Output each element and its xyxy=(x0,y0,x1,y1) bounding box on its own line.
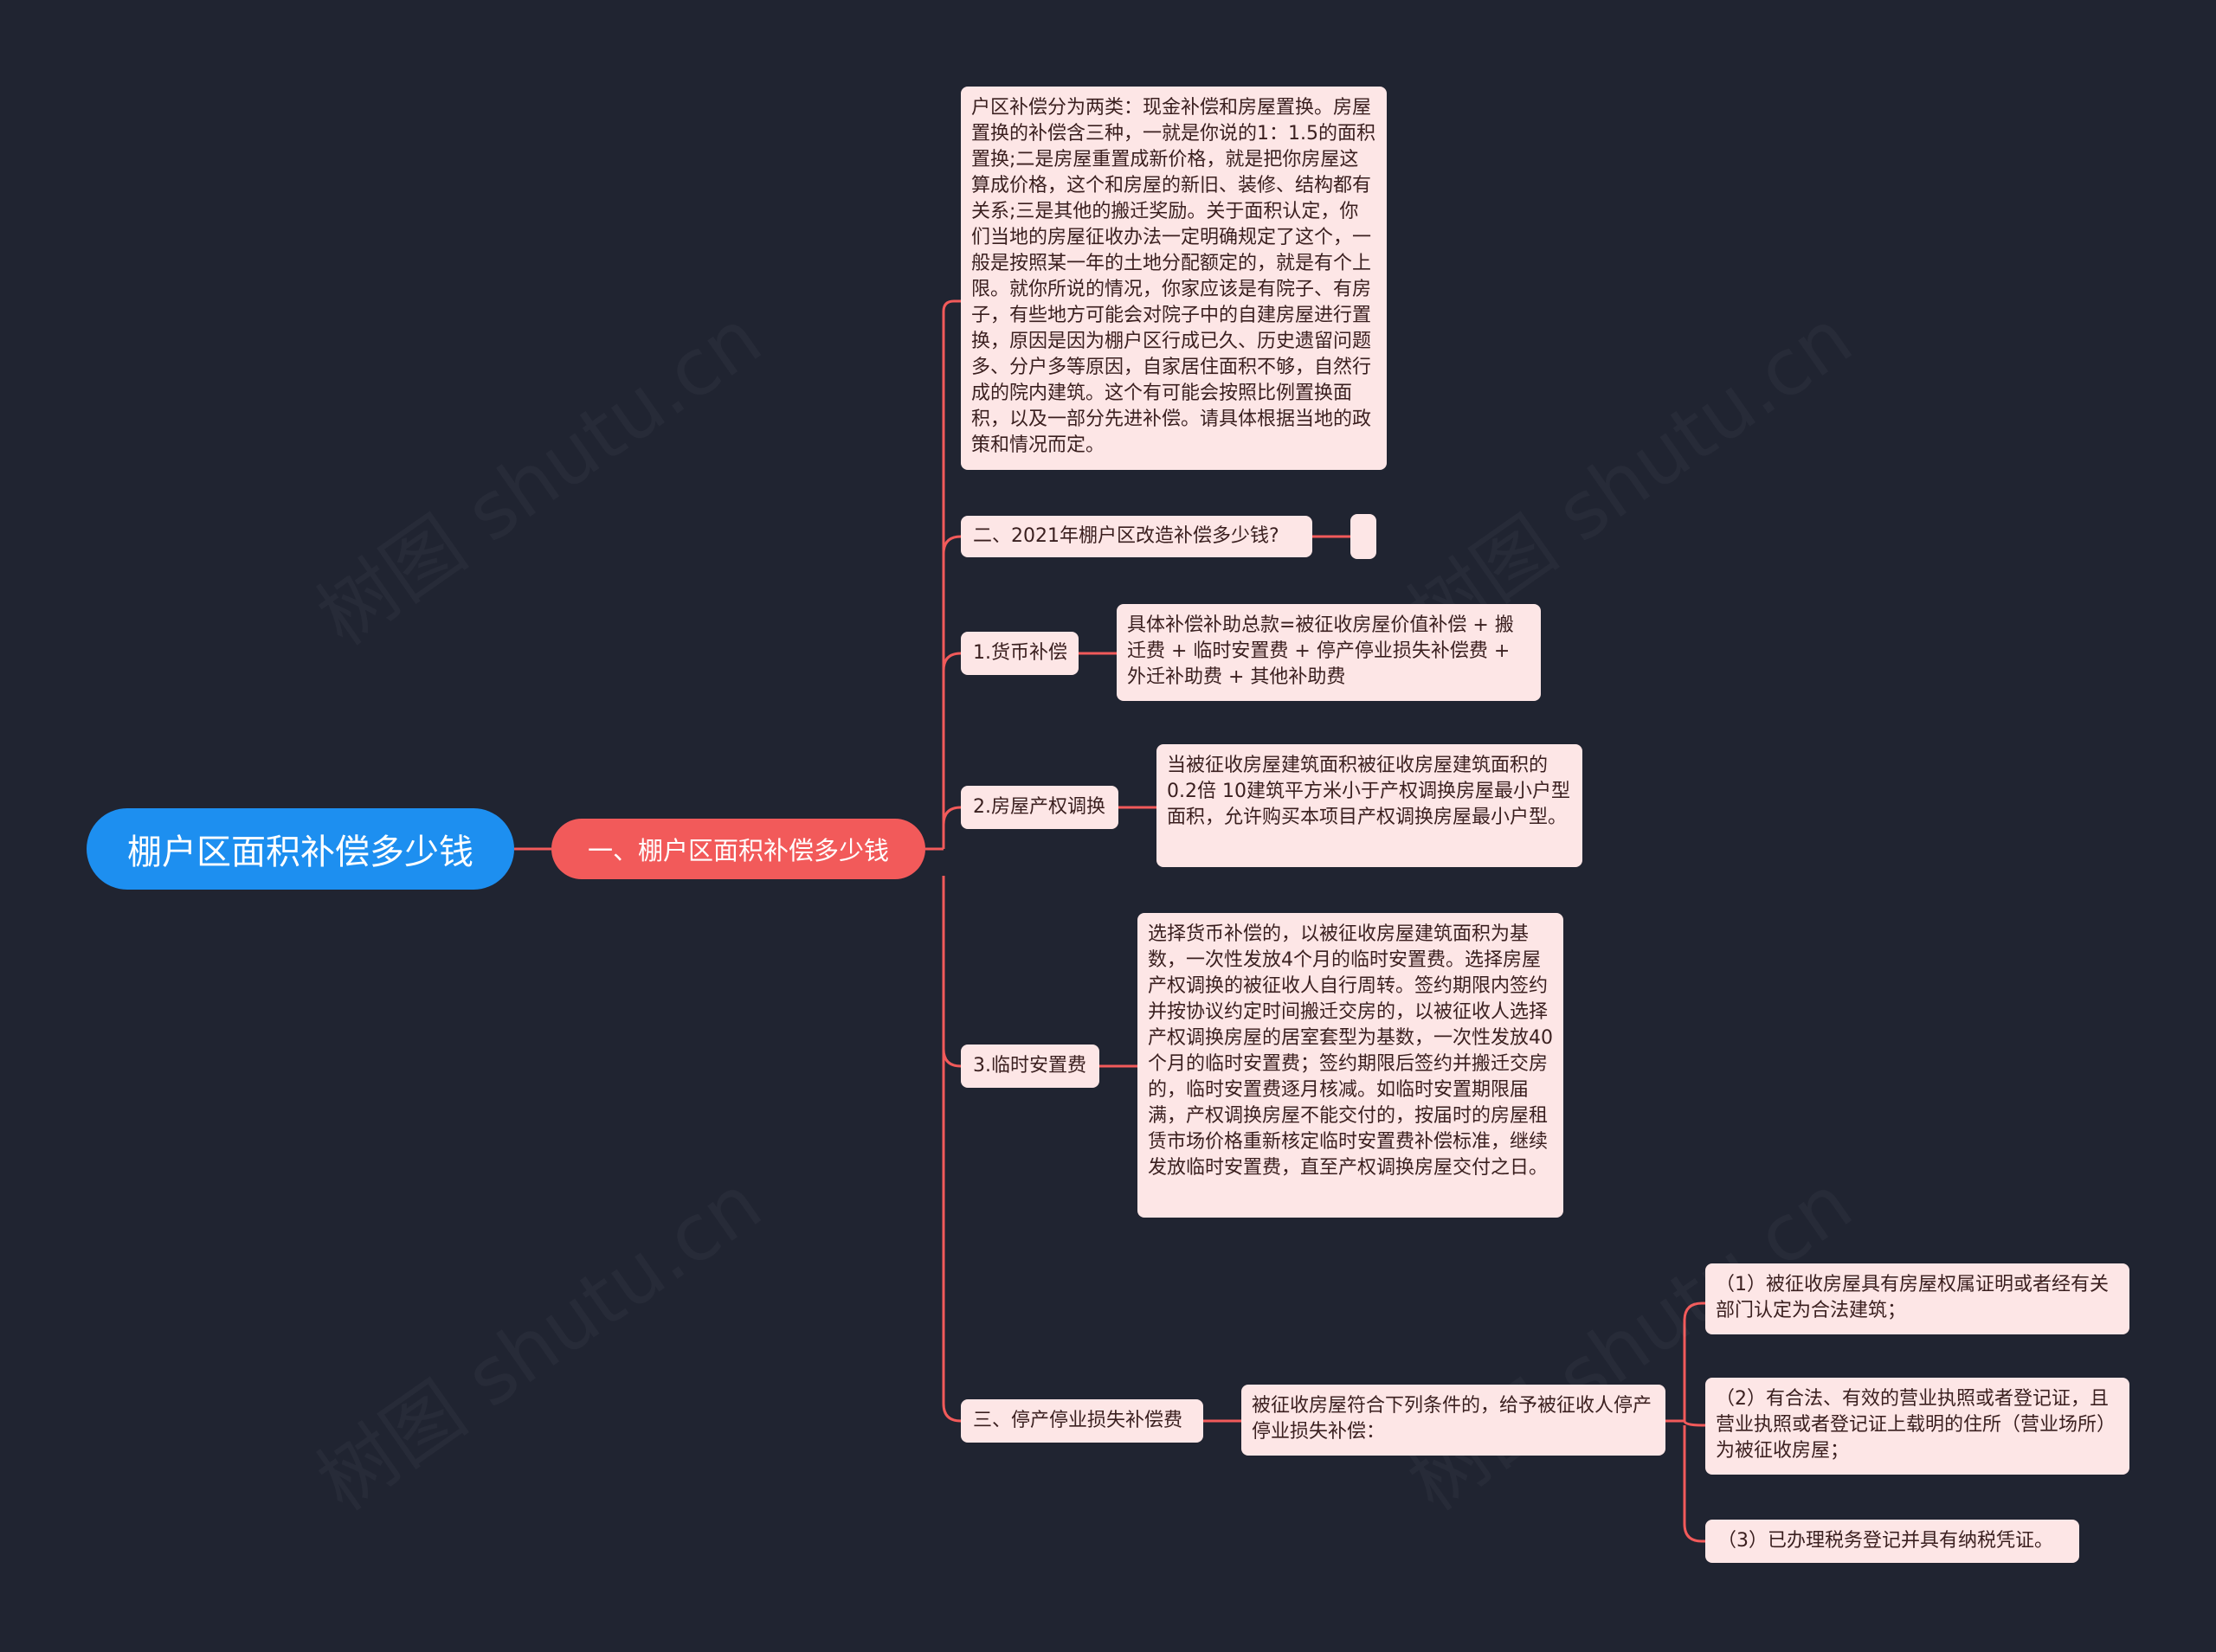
q2021-node[interactable]: 二、2021年棚户区改造补偿多少钱? xyxy=(961,516,1312,557)
cond1-node[interactable]: （1）被征收房屋具有房屋权属证明或者经有关部门认定为合法建筑； xyxy=(1705,1263,2129,1334)
cond2-node[interactable]: （2）有合法、有效的营业执照或者登记证，且营业执照或者登记证上载明的住所（营业场… xyxy=(1705,1378,2129,1475)
property-detail-node[interactable]: 当被征收房屋建筑面积被征收房屋建筑面积的0.2倍 10建筑平方米小于产权调换房屋… xyxy=(1156,744,1582,867)
edge-trunk2-cond2 xyxy=(1683,1420,1705,1427)
root-label: 棚户区面积补偿多少钱 xyxy=(127,832,473,872)
edge-trunk-temp xyxy=(942,876,962,1068)
intro-text: 户区补偿分为两类：现金补偿和房屋置换。房屋置换的补偿含三种，一就是你说的1：1.… xyxy=(971,97,1375,456)
temp-detail-text: 选择货币补偿的，以被征收房屋建筑面积为基数，一次性发放4个月的临时安置费。选择房… xyxy=(1148,923,1553,1179)
cond3-node[interactable]: （3）已办理税务登记并具有纳税凭证。 xyxy=(1705,1520,2079,1563)
q2021-text: 二、2021年棚户区改造补偿多少钱? xyxy=(973,525,1279,547)
cond3-text: （3）已办理税务登记并具有纳税凭证。 xyxy=(1717,1530,2053,1552)
temp-detail-node[interactable]: 选择货币补偿的，以被征收房屋建筑面积为基数，一次性发放4个月的临时安置费。选择房… xyxy=(1137,913,1563,1218)
temp-text: 3.临时安置费 xyxy=(973,1055,1086,1077)
edge-trunk-property xyxy=(942,806,962,826)
property-node[interactable]: 2.房屋产权调换 xyxy=(961,786,1118,829)
stop-node[interactable]: 三、停产停业损失补偿费 xyxy=(961,1399,1203,1443)
money-node[interactable]: 1.货币补偿 xyxy=(961,632,1079,675)
empty-node[interactable] xyxy=(1350,514,1376,559)
stop-detail-text: 被征收房屋符合下列条件的，给予被征收人停产停业损失补偿： xyxy=(1252,1395,1652,1443)
edge-trunk-money xyxy=(942,652,962,672)
root-node[interactable]: 棚户区面积补偿多少钱 xyxy=(87,808,514,890)
property-text: 2.房屋产权调换 xyxy=(973,796,1105,818)
edge-trunk-intro xyxy=(942,299,961,849)
cond1-text: （1）被征收房屋具有房屋权属证明或者经有关部门认定为合法建筑； xyxy=(1716,1274,2109,1321)
money-detail-node[interactable]: 具体补偿补助总款=被征收房屋价值补偿 + 搬迁费 + 临时安置费 + 停产停业损… xyxy=(1117,604,1541,701)
cond2-text: （2）有合法、有效的营业执照或者登记证，且营业执照或者登记证上载明的住所（营业场… xyxy=(1716,1388,2116,1462)
stop-detail-node[interactable]: 被征收房屋符合下列条件的，给予被征收人停产停业损失补偿： xyxy=(1241,1385,1665,1456)
intro-node[interactable]: 户区补偿分为两类：现金补偿和房屋置换。房屋置换的补偿含三种，一就是你说的1：1.… xyxy=(961,87,1387,470)
money-text: 1.货币补偿 xyxy=(973,642,1067,664)
temp-node[interactable]: 3.临时安置费 xyxy=(961,1045,1099,1088)
stop-text: 三、停产停业损失补偿费 xyxy=(973,1410,1183,1431)
edge-trunk-q2021 xyxy=(942,535,962,555)
branch-label: 一、棚户区面积补偿多少钱 xyxy=(587,836,889,865)
edge-trunk2-cond3 xyxy=(1683,1425,1705,1543)
property-detail-text: 当被征收房屋建筑面积被征收房屋建筑面积的0.2倍 10建筑平方米小于产权调换房屋… xyxy=(1167,755,1570,828)
money-detail-text: 具体补偿补助总款=被征收房屋价值补偿 + 搬迁费 + 临时安置费 + 停产停业损… xyxy=(1127,614,1514,688)
branch-node[interactable]: 一、棚户区面积补偿多少钱 xyxy=(551,819,925,879)
edge-trunk-stop xyxy=(942,1049,962,1423)
edge-trunk2-cond1 xyxy=(1683,1302,1705,1421)
